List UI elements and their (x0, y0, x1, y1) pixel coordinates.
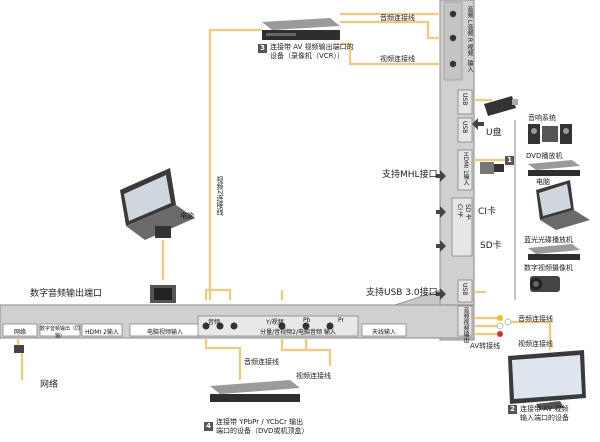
vcr-video-cable-label: 视频连接线 (380, 55, 415, 63)
cables (16, 12, 552, 380)
bottom-audio-cable-label: 音频连接线 (244, 358, 279, 366)
side-port-usb-1: USB (461, 93, 468, 106)
component-y-label: Y/视频 (266, 319, 284, 326)
side-port-ci: CI 卡 (456, 204, 463, 218)
laptop-device (120, 168, 195, 240)
dvd-player-icon (528, 160, 580, 176)
bottom-device-number-badge: 4 (204, 422, 213, 431)
bottom-port-pc-video: 电脑视频输入 (146, 329, 183, 336)
side-port-usb-2: USB (461, 121, 468, 134)
bottom-device-caption-line1: 连接带 YPbPr / YCbCr 输出 (216, 418, 304, 426)
dvd-player-label: DVD播放机 (526, 152, 563, 160)
tv-number-badge: 2 (508, 405, 517, 414)
sd-card-label: SD卡 (480, 241, 502, 251)
mhl-number-badge: 1 (505, 156, 514, 165)
tv-caption-line2: 输入端口的设备 (520, 414, 569, 422)
vga-connector (150, 226, 176, 303)
side-port-hdmi: HDMI 1输入 (462, 152, 469, 186)
bottom-port-component: 分量/音视频2/电脑音频 输入 (260, 329, 336, 336)
tv-device (508, 350, 586, 410)
camcorder-icon (530, 276, 560, 292)
usb3-label: 支持USB 3.0接口 (366, 288, 438, 298)
audio-system-icon (528, 124, 572, 144)
usb-disk-icon (484, 96, 518, 116)
bottom-port-boxes (2, 315, 407, 337)
digital-audio-out-label: 数字音频输出端口 (30, 289, 103, 299)
ci-card-label: CI卡 (478, 207, 496, 217)
video2-cable-label: 视频2连接线 (216, 176, 225, 216)
side-port-sd: SD 卡 (464, 204, 471, 221)
vcr-caption-line1: 连接带 AV 视频输出端口的 (270, 43, 354, 51)
component-pr-label: Pr (338, 317, 344, 324)
bottom-dvd-device (210, 380, 300, 402)
bottom-port-network: 网络 (13, 329, 26, 336)
left-computer-label: 电脑 (180, 212, 194, 220)
camcorder-label: 数字视频摄像机 (524, 264, 573, 272)
side-port-av: 音频视频输出 (462, 307, 469, 343)
component-jacks (202, 322, 334, 330)
network-plug-icon (14, 345, 24, 353)
side-top-jacks (449, 10, 457, 68)
vcr-audio-cable-label: 音频连接线 (380, 14, 415, 22)
bluray-player-label: 蓝光光碟播放机 (524, 236, 573, 244)
bottom-port-digital-audio: 数字音频输出（同轴） (40, 326, 81, 339)
vcr-number-badge: 3 (258, 44, 267, 53)
tv-caption-line1: 连接带 AV 视频 (520, 405, 569, 413)
usb-disk-label: U盘 (486, 128, 502, 138)
component-pb-label: Pb (303, 317, 311, 324)
side-port-audio-l: 音频 L (466, 6, 473, 24)
side-port-audio-r: 音频 R (466, 24, 473, 43)
side-port-boxes (451, 89, 473, 337)
av-adapter-icon (496, 315, 512, 337)
mhl-label: 支持MHL接口 (382, 170, 438, 180)
bottom-video-cable-label: 视频连接线 (296, 372, 331, 380)
right-video-cable-label: 视频连接线 (518, 340, 553, 348)
bottom-port-antenna: 天线输入 (371, 329, 396, 336)
bluray-player-icon (528, 244, 580, 260)
right-audio-cable-label: 音频连接线 (518, 315, 553, 323)
vcr-device (262, 18, 340, 40)
hdmi-plug-icon (480, 162, 504, 174)
network-label: 网络 (40, 380, 59, 390)
side-port-video: 视频 (466, 44, 473, 56)
right-computer-label: 电脑 (536, 178, 550, 186)
bottom-device-caption-line2: 端口的设备（DVD或机顶盒） (216, 427, 309, 435)
audio-system-label: 音响系统 (528, 114, 556, 122)
side-port-input: 输入 (466, 60, 473, 72)
arrows (436, 118, 484, 300)
right-laptop-icon (536, 180, 590, 230)
component-audio-label: 音频 (208, 319, 221, 326)
bottom-port-hdmi2: HDMI 2输入 (85, 329, 119, 336)
side-port-usb-3: USB (461, 283, 468, 296)
av-adapter-label: AV转接线 (470, 342, 501, 350)
vcr-caption-line2: 设备（录像机（VCR）） (270, 52, 345, 60)
